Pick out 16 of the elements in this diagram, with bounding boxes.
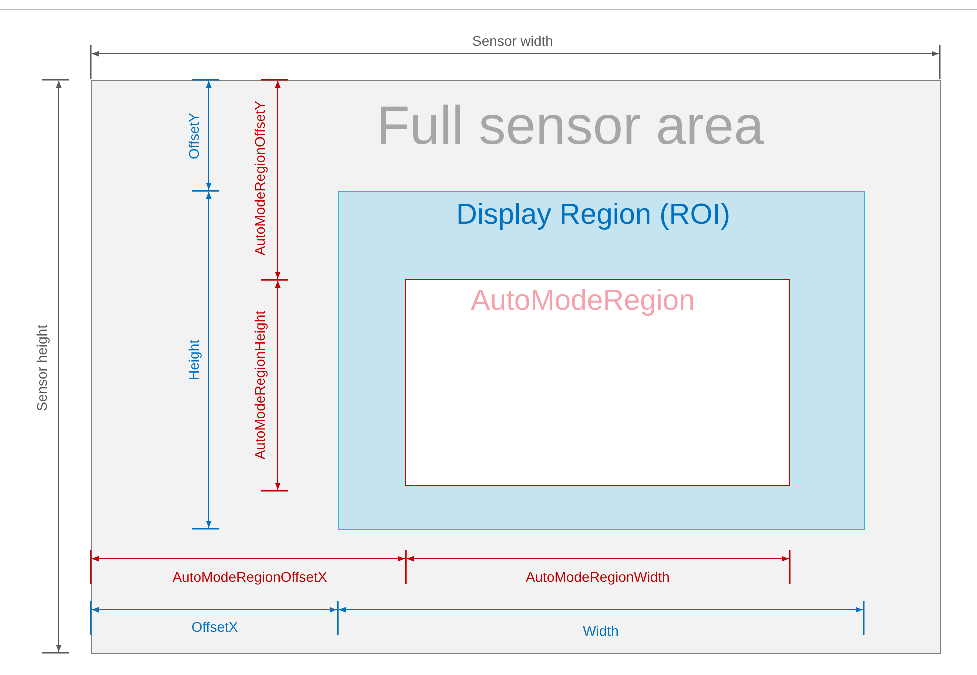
dimension-label: Sensor width — [472, 34, 554, 48]
region-title: Display Region (ROI) — [456, 200, 730, 232]
dimension-label: Width — [583, 624, 619, 638]
dimension-label: OffsetY — [187, 112, 201, 160]
dimension-label: Height — [187, 340, 201, 380]
display-region-box — [338, 190, 864, 530]
dimension-label: Sensor height — [35, 324, 49, 412]
region-title: Full sensor area — [377, 97, 764, 156]
dimension-label: OffsetX — [192, 620, 238, 634]
dimension-label: AutoModeRegionOffsetX — [172, 570, 328, 584]
sensor-area-box — [91, 80, 941, 654]
dimension-label: AutoModeRegionWidth — [526, 570, 670, 584]
dimension-label: AutoModeRegionOffsetY — [253, 100, 267, 256]
dimension-label: AutoModeRegionHeight — [253, 310, 267, 460]
auto-mode-region-box — [405, 279, 790, 486]
region-title: AutoModeRegion — [471, 286, 696, 318]
